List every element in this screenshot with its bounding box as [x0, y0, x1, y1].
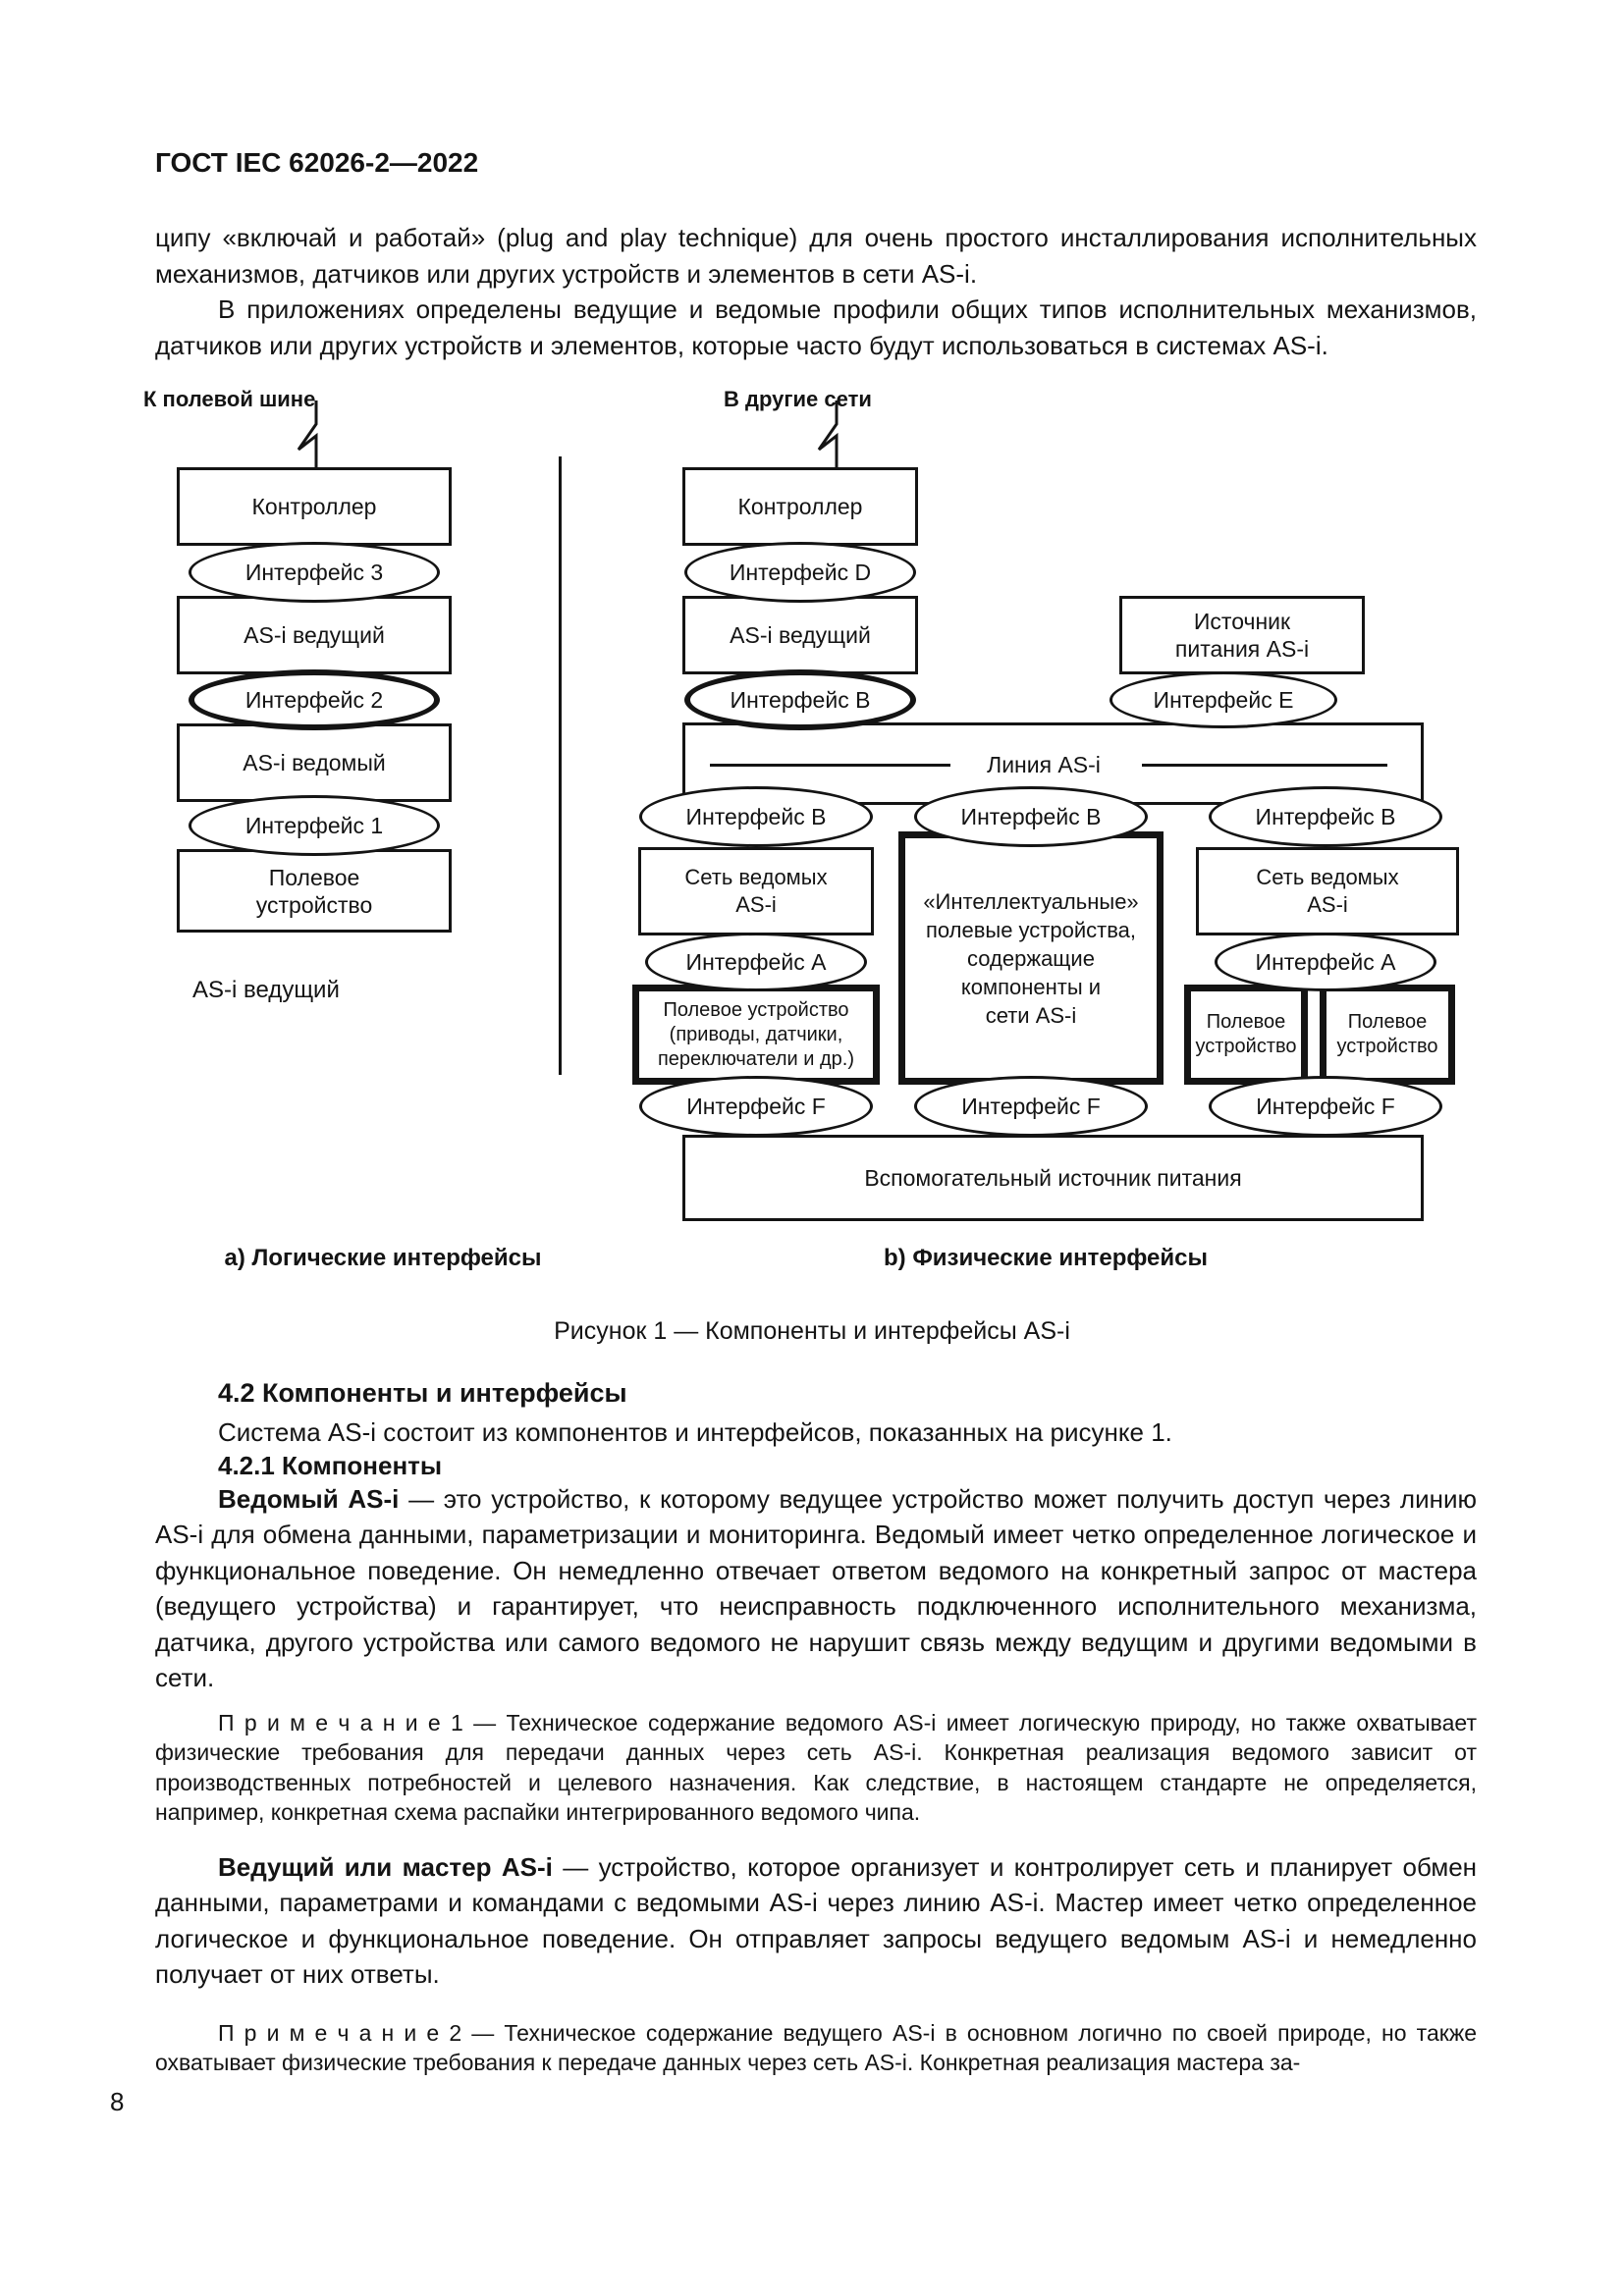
interface-f-ellipse-2: Интерфейс F [914, 1076, 1148, 1137]
interface-2-ellipse: Интерфейс 2 [189, 669, 440, 730]
slave-term: Ведомый AS-i [218, 1483, 400, 1514]
interface-b-ellipse-3: Интерфейс B [1209, 786, 1442, 847]
caption-physical-interfaces: b) Физические интерфейсы [884, 1245, 1208, 1271]
intro-text: ципу «включай и работай» (plug and play … [155, 220, 1477, 363]
interface-e-ellipse: Интерфейс E [1110, 671, 1337, 728]
interface-b-ellipse-2: Интерфейс B [914, 786, 1148, 847]
asi-master-box-left: AS-i ведущий [177, 596, 452, 674]
intro-paragraph-2: В приложениях определены ведущие и ведом… [155, 294, 1477, 360]
slave-definition: — это устройство, к которому ведущее уст… [155, 1483, 1477, 1693]
page-header: ГОСТ IEC 62026-2—2022 [155, 147, 479, 178]
master-definition: — устройство, которое организует и контр… [155, 1851, 1478, 1990]
note-2-label: П р и м е ч а н и е 2 [218, 2019, 462, 2046]
interface-b-ellipse-1: Интерфейс B [639, 786, 873, 847]
figure-caption: Рисунок 1 — Компоненты и интерфейсы AS-i [554, 1317, 1070, 1345]
smart-field-devices-box: «Интеллектуальные» полевые устройства, с… [898, 831, 1164, 1085]
note-1-text: — Техническое содержание ведомого AS-i и… [155, 1709, 1477, 1826]
paragraph-system: Система AS-i состоит из компонентов и ин… [218, 1417, 1172, 1447]
diagram-divider-line [559, 456, 562, 1075]
heading-4-2-1: 4.2.1 Компоненты [218, 1450, 443, 1480]
other-networks-label: В другие сети [724, 387, 872, 411]
fieldbus-label: К полевой шине [143, 387, 316, 411]
master-term: Ведущий или мастер AS-i [218, 1851, 553, 1882]
interface-a-ellipse-1: Интерфейс A [645, 933, 867, 991]
interface-b-top-ellipse: Интерфейс B [684, 669, 916, 730]
field-device-box-left: Полевое устройство [177, 849, 452, 933]
aux-power-supply-box: Вспомогательный источник питания [682, 1135, 1424, 1221]
heading-4-2: 4.2 Компоненты и интерфейсы [218, 1378, 627, 1408]
page-number: 8 [110, 2087, 125, 2116]
network-connector-icon [817, 400, 839, 469]
note-1: П р и м е ч а н и е 1 — Техническое соде… [155, 1708, 1477, 1828]
field-device-detail-box: Полевое устройство (приводы, датчики, пе… [632, 985, 880, 1085]
caption-logical-interfaces: a) Логические интерфейсы [224, 1245, 542, 1271]
interface-a-ellipse-2: Интерфейс A [1215, 933, 1436, 991]
paragraph-master: Ведущий или мастер AS-i — устройство, ко… [155, 1849, 1477, 1993]
fieldbus-connector-icon [297, 400, 318, 469]
section-4-2: 4.2 Компоненты и интерфейсы Система AS-i… [155, 1378, 1477, 2078]
interface-3-ellipse: Интерфейс 3 [189, 542, 440, 603]
slave-network-box-1: Сеть ведомых AS-i [638, 847, 874, 935]
asi-line-segment-right [1142, 764, 1387, 767]
note-2-text: — Техническое содержание ведущего AS-i в… [155, 2019, 1477, 2076]
interface-f-ellipse-1: Интерфейс F [639, 1076, 873, 1137]
intro-paragraph-1: ципу «включай и работай» (plug and play … [155, 223, 1477, 289]
asi-slave-box: AS-i ведомый [177, 723, 452, 802]
controller-box-right: Контроллер [682, 467, 918, 546]
asi-line-label: Линия AS-i [987, 752, 1101, 777]
note-2: П р и м е ч а н и е 2 — Техническое соде… [155, 2018, 1477, 2078]
interface-1-ellipse: Интерфейс 1 [189, 795, 440, 856]
asi-master-caption: AS-i ведущий [192, 977, 340, 1003]
asi-power-supply-box: Источник питания AS-i [1119, 596, 1365, 674]
interface-d-ellipse: Интерфейс D [684, 542, 916, 603]
interface-f-ellipse-3: Интерфейс F [1209, 1076, 1442, 1137]
asi-master-box-right: AS-i ведущий [682, 596, 918, 674]
field-device-box-2: Полевое устройство [1320, 985, 1455, 1085]
paragraph-slave: Ведомый AS-i — это устройство, к котором… [155, 1481, 1477, 1696]
asi-line-segment-left [710, 764, 950, 767]
controller-box-left: Контроллер [177, 467, 452, 546]
field-device-box-1: Полевое устройство [1184, 985, 1308, 1085]
slave-network-box-2: Сеть ведомых AS-i [1196, 847, 1459, 935]
note-1-label: П р и м е ч а н и е 1 [218, 1709, 463, 1735]
